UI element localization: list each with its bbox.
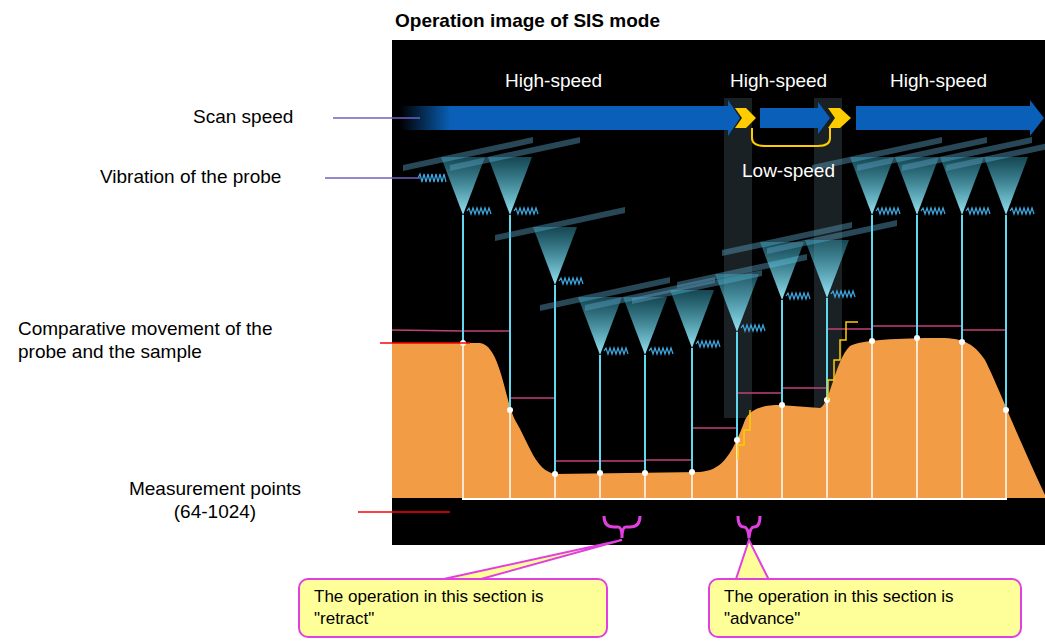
probe-tip — [533, 227, 577, 285]
measure-line — [644, 473, 646, 499]
speed-arrow — [856, 100, 1044, 136]
slow-arrow — [735, 108, 756, 128]
measure-line — [961, 342, 963, 499]
probe-line — [871, 215, 873, 341]
probe-tip — [984, 157, 1028, 215]
callout-box: The operation in this section is "retrac… — [298, 578, 608, 638]
low-speed-bracket — [752, 128, 830, 146]
measure-dot — [552, 471, 558, 477]
measure-line — [1005, 410, 1007, 499]
vibration-wave — [418, 174, 446, 182]
vibration-wave — [876, 208, 900, 214]
measure-line — [826, 400, 828, 499]
advance-path — [738, 410, 750, 460]
probe-path — [392, 326, 1006, 470]
slow-arrow — [828, 108, 851, 128]
vibration-wave — [741, 325, 765, 331]
measure-dot — [869, 338, 875, 344]
probe-line — [644, 355, 646, 473]
probe-tip — [670, 290, 714, 348]
measure-line — [599, 473, 601, 499]
vibration-wave — [649, 348, 673, 354]
vibration-wave — [921, 208, 945, 214]
leader-line — [380, 342, 470, 344]
leader-line — [358, 511, 450, 513]
probe-tip — [805, 240, 849, 298]
vibration-wave — [604, 348, 628, 354]
part-label: Scan speed — [193, 106, 293, 129]
measure-line — [871, 341, 873, 499]
measure-dot — [914, 335, 920, 341]
measure-line — [509, 410, 511, 499]
probe-line — [916, 215, 918, 338]
leader-line — [325, 177, 420, 179]
speed-label: High-speed — [730, 70, 827, 93]
measure-line — [462, 343, 464, 499]
probe-tip — [623, 297, 667, 355]
speed-label: High-speed — [505, 70, 602, 93]
speed-label: High-speed — [890, 70, 987, 93]
speed-arrow — [400, 100, 740, 136]
probe-line — [961, 215, 963, 342]
callout-text: The operation in this section is "advanc… — [724, 586, 1006, 630]
measure-dot — [959, 339, 965, 345]
measure-line — [691, 472, 693, 499]
vibration-wave — [559, 278, 583, 284]
vibration-wave — [786, 293, 810, 299]
measure-dot — [597, 470, 603, 476]
probe-line — [462, 215, 464, 343]
measure-line — [554, 474, 556, 499]
measure-dot — [689, 469, 695, 475]
speed-label: Low-speed — [742, 160, 835, 183]
probe-line — [736, 332, 738, 440]
measurement-axis — [462, 498, 1007, 500]
black-panel — [392, 40, 1045, 545]
section-brace — [738, 516, 760, 538]
measure-line — [916, 338, 918, 499]
vibration-wave — [1010, 208, 1034, 214]
vibration-wave — [831, 291, 855, 297]
callout-tail — [430, 540, 622, 582]
measure-dot — [642, 470, 648, 476]
probe-tip — [715, 274, 759, 332]
probe-line — [599, 355, 601, 473]
speed-arrow — [760, 102, 830, 134]
part-label: Measurement points (64-1024) — [120, 478, 310, 524]
callout-tail — [735, 540, 770, 582]
vibration-wave — [467, 208, 491, 214]
section-brace — [604, 516, 640, 538]
probe-line — [509, 215, 511, 410]
probe-tip — [488, 157, 532, 215]
measure-line — [781, 405, 783, 499]
part-label: Vibration of the probe — [100, 166, 281, 189]
part-label: Comparative movement of the probe and th… — [18, 318, 318, 364]
measure-dot — [824, 397, 830, 403]
sample-surface — [392, 338, 1045, 498]
vibration-wave — [514, 208, 538, 214]
callout-text: The operation in this section is "retrac… — [314, 586, 592, 630]
measure-dot — [1003, 407, 1009, 413]
measure-dot — [734, 437, 740, 443]
callout-box: The operation in this section is "advanc… — [708, 578, 1022, 638]
leader-line — [333, 117, 420, 119]
vibration-wave — [966, 208, 990, 214]
vibration-wave — [696, 341, 720, 347]
advance-path — [828, 322, 858, 400]
measure-dot — [779, 402, 785, 408]
probe-line — [691, 348, 693, 472]
probe-line — [781, 300, 783, 405]
measure-dot — [507, 407, 513, 413]
diagram-title: Operation image of SIS mode — [395, 10, 660, 33]
probe-line — [554, 285, 556, 474]
probe-line — [1005, 215, 1007, 410]
